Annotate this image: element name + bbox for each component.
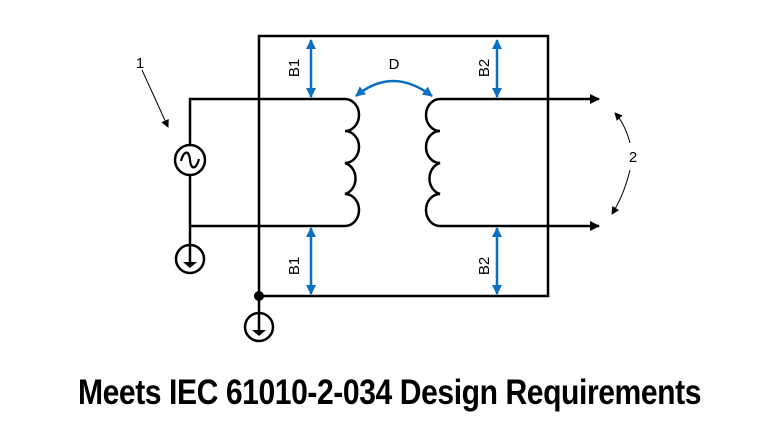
enclosure-outline <box>257 34 550 298</box>
ground-symbol-icon <box>174 243 206 275</box>
label-d: D <box>389 56 400 73</box>
callout-2-leader-down <box>611 169 631 215</box>
callout-1-label: 1 <box>136 55 144 72</box>
callout-2-leader-up <box>614 112 631 144</box>
dimension-d-arc <box>355 79 433 98</box>
caption-heading: Meets IEC 61010-2-034 Design Requirement… <box>77 373 702 412</box>
ground-symbol-icon <box>243 311 275 343</box>
label-b2-bottom: B2 <box>476 257 493 275</box>
transformer-isolation-diagram: B1 B2 B1 B2 D 1 2 <box>136 34 637 343</box>
label-b1-top: B1 <box>286 59 303 77</box>
label-b1-bottom: B1 <box>286 257 303 275</box>
primary-circuit <box>188 97 361 250</box>
secondary-winding <box>424 97 441 228</box>
primary-top-wire <box>188 97 345 145</box>
ac-source-icon <box>173 143 207 177</box>
secondary-circuit <box>424 94 600 231</box>
callout-1-leader <box>141 69 169 128</box>
junction-dot <box>254 291 264 301</box>
primary-winding <box>344 97 361 228</box>
enclosure-ground <box>243 291 275 343</box>
label-b2-top: B2 <box>476 59 493 77</box>
callout-2-label: 2 <box>629 149 637 166</box>
primary-bottom-wire <box>188 175 345 250</box>
dimension-markers <box>306 39 502 295</box>
